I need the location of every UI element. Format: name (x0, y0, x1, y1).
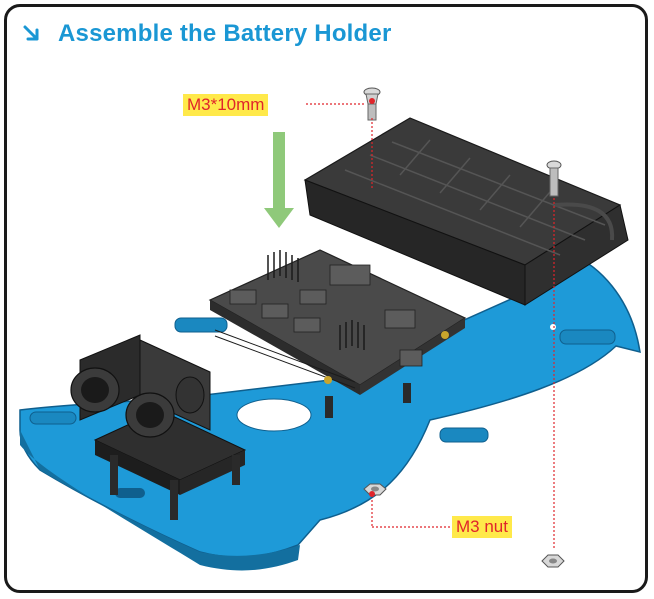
step-header: Assemble the Battery Holder (22, 20, 392, 48)
screw-callout-label: M3*10mm (183, 94, 269, 116)
ultrasonic-sensor-assembly (70, 334, 247, 520)
m3-screw-battery (546, 160, 562, 197)
battery-holder (303, 117, 629, 306)
page-title: Assemble the Battery Holder (58, 20, 392, 47)
insert-direction-arrow-icon (264, 132, 294, 228)
control-board (208, 249, 467, 418)
m3-screw-top (363, 87, 381, 121)
m3-nut-front (363, 483, 387, 497)
callout-guides (306, 103, 555, 550)
nut-callout-label: M3 nut (452, 516, 512, 538)
arrow-down-right-icon (23, 25, 39, 41)
m3-nut-rear (541, 554, 565, 568)
